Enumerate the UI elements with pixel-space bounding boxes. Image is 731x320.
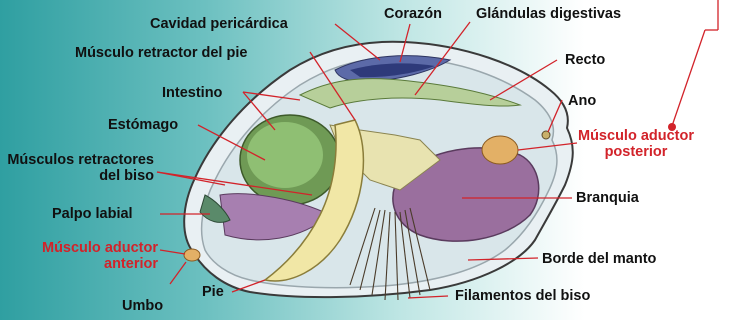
label-musculos-retractores-biso-line1: Músculos retractores (4, 152, 154, 168)
posterior-adductor (482, 136, 518, 164)
label-cavidad-pericardica: Cavidad pericárdica (150, 16, 288, 32)
label-filamentos-biso: Filamentos del biso (455, 288, 590, 304)
anus (542, 131, 550, 139)
label-recto: Recto (565, 52, 605, 68)
label-musculo-aductor-anterior-line2: anterior (4, 256, 158, 272)
anterior-adductor (184, 249, 200, 261)
label-pie: Pie (202, 284, 224, 300)
label-branquia: Branquia (576, 190, 639, 206)
label-glandulas-digestivas: Glándulas digestivas (476, 6, 621, 22)
label-musculo-aductor-anterior-line1: Músculo aductor (4, 240, 158, 256)
label-musculo-aductor-posterior-line2: posterior (578, 144, 694, 160)
label-intestino: Intestino (162, 85, 222, 101)
label-musculo-aductor-posterior-line1: Músculo aductor (578, 128, 694, 144)
label-borde-manto: Borde del manto (542, 251, 656, 267)
label-musculos-retractores-biso-line2: del biso (4, 168, 154, 184)
label-musculo-retractor-pie: Músculo retractor del pie (75, 45, 247, 61)
label-palpo-labial: Palpo labial (52, 206, 133, 222)
label-musculo-aductor-posterior: Músculo aductor posterior (578, 128, 694, 160)
label-ano: Ano (568, 93, 596, 109)
label-musculos-retractores-biso: Músculos retractores del biso (4, 152, 154, 184)
label-umbo: Umbo (122, 298, 163, 314)
label-musculo-aductor-anterior: Músculo aductor anterior (4, 240, 158, 272)
label-corazon: Corazón (384, 6, 442, 22)
label-estomago: Estómago (108, 117, 178, 133)
